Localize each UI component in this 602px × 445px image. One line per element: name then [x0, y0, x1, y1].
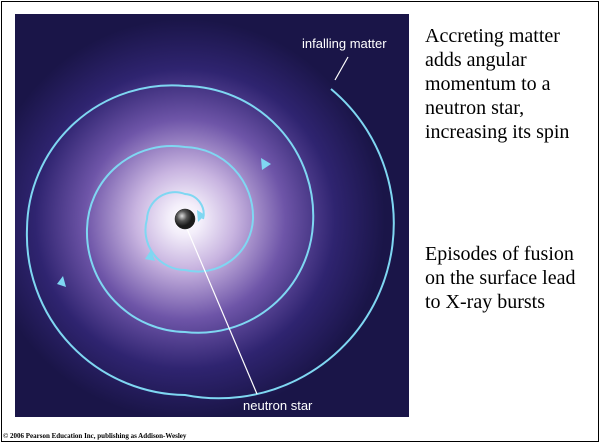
neutron-star-pointer-line: [184, 223, 258, 395]
neutron-star: [174, 208, 196, 230]
flow-arrow-icon: [197, 210, 205, 222]
description-paragraph-1: Accreting matter adds angular momentum t…: [425, 25, 570, 143]
accretion-glow: [15, 14, 409, 417]
flow-arrow-icon: [261, 158, 271, 170]
infalling-matter-label: infalling matter: [302, 36, 387, 51]
infalling-pointer-line: [334, 56, 349, 81]
neutron-star-label: neutron star: [243, 398, 313, 413]
accretion-diagram: [15, 14, 409, 417]
description-paragraph-2: Episodes of fusion on the surface lead t…: [425, 243, 576, 313]
copyright-notice: © 2006 Pearson Education Inc, publishing…: [3, 432, 187, 440]
flow-arrow-icon: [145, 250, 155, 261]
accretion-figure: infalling matter neutron star: [15, 14, 409, 417]
flow-arrow-icon: [57, 276, 66, 287]
spiral-path: [25, 84, 395, 400]
